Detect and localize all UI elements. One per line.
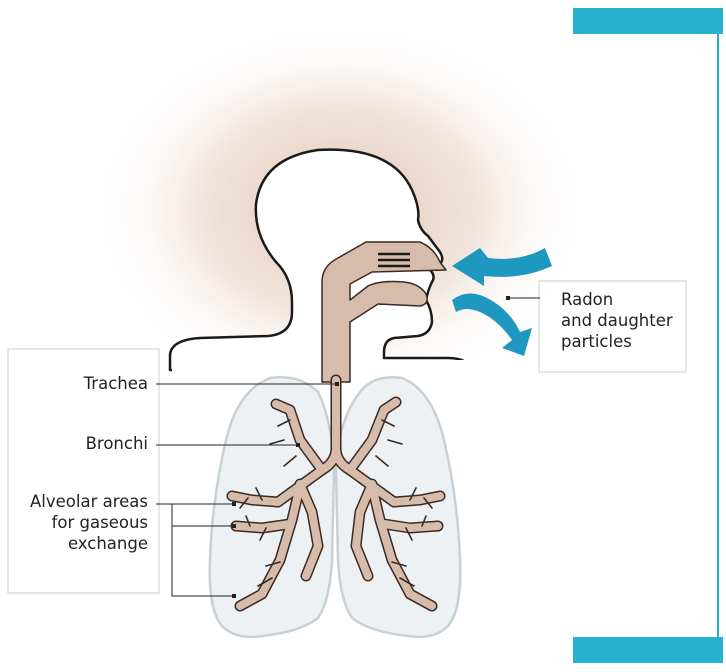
alveolar-label-line2: for gaseous	[12, 512, 148, 533]
bronchi-label: Bronchi	[20, 433, 148, 454]
radon-label-line1: Radon	[561, 289, 685, 310]
trachea-label: Trachea	[20, 373, 148, 394]
alveolar-label-line3: exchange	[12, 533, 148, 554]
radon-label-line2: and daughter	[561, 310, 685, 331]
radon-label: Radon and daughter particles	[561, 289, 685, 352]
alveolar-label-line1: Alveolar areas	[12, 491, 148, 512]
radon-label-line3: particles	[561, 331, 685, 352]
alveolar-label: Alveolar areas for gaseous exchange	[12, 491, 148, 554]
